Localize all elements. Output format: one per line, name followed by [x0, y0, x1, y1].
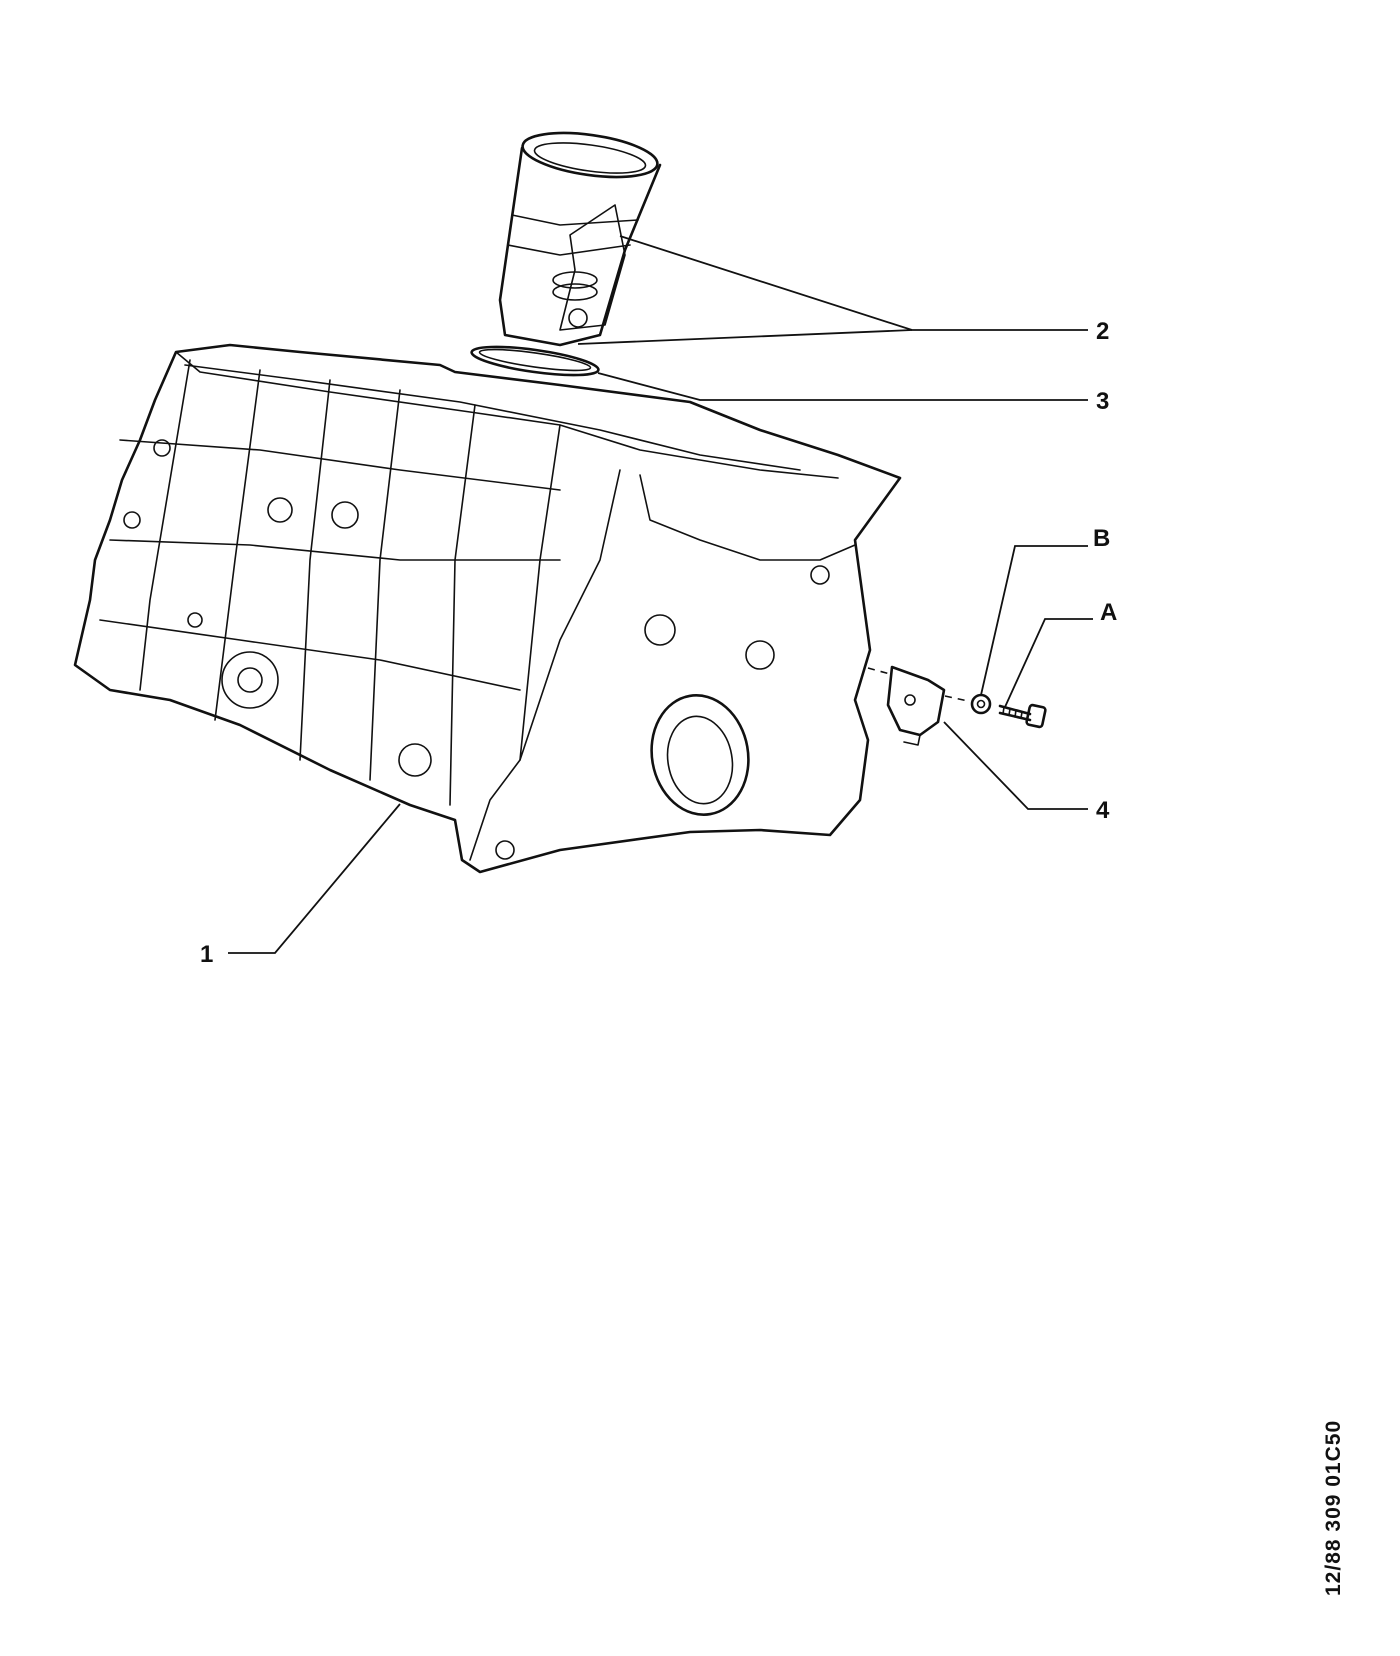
bracket-hole [904, 694, 916, 706]
engine-block-rib [139, 359, 191, 691]
block-boss-large [221, 651, 279, 709]
bolt-head [1025, 703, 1047, 729]
engine-block-rib [214, 369, 261, 721]
drawing-reference-code: 12/88 309 01C50 [1322, 1419, 1345, 1596]
engine-block-front-face [639, 474, 856, 561]
leader-line-1 [228, 803, 401, 954]
crankshaft-bore-inner [666, 715, 734, 805]
leader-lines [228, 235, 1093, 954]
liner-top-rim [521, 131, 659, 179]
callout-a: A [1100, 599, 1117, 626]
engine-block-front-edge [469, 469, 621, 861]
leader-line-a [1004, 618, 1093, 708]
engine-block-web [99, 619, 521, 691]
block-boss [267, 497, 293, 523]
block-boss-large-inner [237, 667, 263, 693]
liner-band [511, 214, 639, 226]
block-boss [495, 840, 515, 860]
block-boss [745, 640, 775, 670]
engine-block-rib [369, 389, 401, 781]
piston-ring [552, 283, 598, 301]
bracket-plate [886, 665, 946, 737]
engine-block-rib [299, 379, 331, 761]
liner-body [498, 146, 662, 347]
block-boss [644, 614, 676, 646]
leader-line-b [980, 545, 1088, 696]
liner-top-inner [533, 142, 647, 174]
crankshaft-bore [650, 694, 750, 816]
liner-seal-ring [470, 345, 600, 377]
leader-line-2b [577, 329, 913, 345]
leader-line-2a [619, 235, 1088, 331]
callout-b: B [1093, 525, 1110, 552]
engine-block [73, 343, 902, 874]
callout-3: 3 [1096, 388, 1109, 415]
block-boss [398, 743, 432, 777]
engine-block-rib [519, 424, 561, 761]
engine-block-rib [449, 404, 476, 806]
washer-hole [976, 699, 986, 709]
engine-block-outline [73, 343, 902, 874]
block-boss [331, 501, 359, 529]
liner-cutaway [559, 204, 626, 331]
cylinder-liner-piston [498, 131, 662, 347]
engine-block-web [109, 539, 561, 561]
leader-line-3 [597, 372, 1088, 401]
assembly-axis-line [867, 667, 891, 675]
engine-block-top-deck-inner [184, 364, 801, 471]
block-boss [810, 565, 830, 585]
block-boss [123, 511, 141, 529]
block-boss [153, 439, 171, 457]
assembly-axis-line [944, 695, 969, 702]
leader-line-4 [943, 721, 1088, 810]
bolt-thread [1002, 706, 1023, 719]
liner-band [507, 244, 631, 256]
callout-2: 2 [1096, 318, 1109, 345]
piston-ring [552, 271, 598, 289]
block-boss [187, 612, 203, 628]
engine-block-web [119, 439, 561, 491]
washer [970, 693, 992, 715]
callout-1: 1 [200, 941, 213, 968]
engine-block-top-deck [175, 351, 839, 479]
bracket-tab [903, 734, 921, 746]
callout-4: 4 [1096, 797, 1110, 824]
piston-pin [568, 308, 588, 328]
liner-seal-ring-inner [478, 348, 592, 372]
bracket-assembly [867, 665, 1047, 746]
